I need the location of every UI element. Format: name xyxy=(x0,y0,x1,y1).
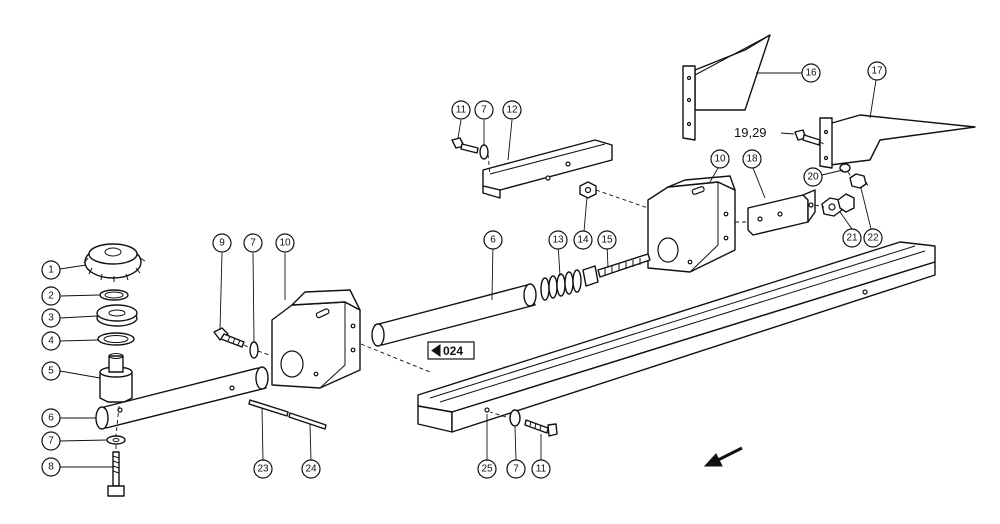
svg-text:18: 18 xyxy=(746,154,758,165)
callout-11-upper: 11 xyxy=(451,100,471,120)
svg-text:16: 16 xyxy=(805,68,817,79)
callout-10-right: 10 xyxy=(710,149,730,169)
callout-22: 22 xyxy=(863,228,883,248)
bearing-housing xyxy=(99,353,133,403)
svg-text:7: 7 xyxy=(513,464,519,475)
svg-text:12: 12 xyxy=(506,105,518,116)
angle-bracket xyxy=(747,189,816,236)
washer-9 xyxy=(249,341,259,359)
svg-text:1: 1 xyxy=(48,265,54,276)
direction-arrow xyxy=(703,446,743,467)
svg-text:24: 24 xyxy=(305,464,317,475)
callout-6-upper: 6 xyxy=(483,230,503,250)
nut-14 xyxy=(579,181,597,199)
callout-6-lower: 6 xyxy=(41,408,61,428)
svg-text:17: 17 xyxy=(871,66,883,77)
callout-24: 24 xyxy=(301,459,321,479)
svg-text:7: 7 xyxy=(48,436,54,447)
label-19-29: 19,29 xyxy=(734,125,767,140)
svg-text:20: 20 xyxy=(807,172,819,183)
ball-bearing xyxy=(96,304,138,327)
callout-3: 3 xyxy=(41,308,61,328)
svg-text:2: 2 xyxy=(48,291,54,302)
nut-21 xyxy=(821,193,855,217)
callout-13: 13 xyxy=(548,230,568,250)
callout-7-lower: 7 xyxy=(41,431,61,451)
callout-21: 21 xyxy=(842,228,862,248)
callout-10-left: 10 xyxy=(275,233,295,253)
callout-23: 23 xyxy=(253,459,273,479)
channel-bracket xyxy=(482,139,613,199)
callout-4: 4 xyxy=(41,331,61,351)
svg-text:21: 21 xyxy=(846,233,858,244)
crop-guard-16 xyxy=(682,34,771,141)
callout-20: 20 xyxy=(803,167,823,187)
callout-12: 12 xyxy=(502,100,522,120)
svg-text:10: 10 xyxy=(714,154,726,165)
tension-bolt xyxy=(582,253,651,287)
bearing-block-left xyxy=(271,289,361,389)
callout-7-bolt9: 7 xyxy=(243,233,263,253)
callout-14: 14 xyxy=(573,230,593,250)
svg-text:3: 3 xyxy=(48,313,54,324)
svg-text:6: 6 xyxy=(48,413,54,424)
svg-text:6: 6 xyxy=(490,235,496,246)
svg-text:11: 11 xyxy=(536,464,547,475)
callout-16: 16 xyxy=(801,63,821,83)
bolt-8 xyxy=(107,451,125,497)
washer-upper xyxy=(479,144,489,160)
washer-lower xyxy=(106,435,126,445)
callout-5: 5 xyxy=(41,361,61,381)
washer-rail xyxy=(509,409,521,427)
callout-18: 18 xyxy=(742,149,762,169)
callout-9: 9 xyxy=(212,233,232,253)
bolt-11-lower xyxy=(524,419,558,437)
callout-8: 8 xyxy=(41,457,61,477)
bolt-11-upper xyxy=(451,137,479,154)
svg-text:10: 10 xyxy=(279,238,291,249)
page-reference-number: 024 xyxy=(443,344,463,358)
bolt-9 xyxy=(213,327,245,348)
leader-lines xyxy=(59,72,877,468)
callout-2: 2 xyxy=(41,286,61,306)
bolt-19-29 xyxy=(794,129,821,146)
page-reference[interactable]: 024 xyxy=(427,341,475,360)
callout-1: 1 xyxy=(41,260,61,280)
angle-rail xyxy=(417,241,936,433)
bearing-block-right xyxy=(647,175,736,273)
callout-17: 17 xyxy=(867,61,887,81)
svg-text:14: 14 xyxy=(577,235,589,246)
tube-lower xyxy=(95,366,269,430)
svg-text:23: 23 xyxy=(257,464,269,475)
crop-guard-17 xyxy=(819,114,976,169)
svg-text:5: 5 xyxy=(48,366,54,377)
sprocket xyxy=(83,243,146,282)
svg-text:15: 15 xyxy=(601,235,613,246)
svg-text:25: 25 xyxy=(481,464,493,475)
circlip-4 xyxy=(97,332,135,346)
callout-11-lower: 11 xyxy=(531,459,551,479)
svg-text:8: 8 xyxy=(48,462,54,473)
roll-pin-24 xyxy=(288,412,327,430)
callout-7-upper: 7 xyxy=(474,100,494,120)
roll-pin-23 xyxy=(248,399,289,417)
svg-text:22: 22 xyxy=(867,233,879,244)
compression-spring xyxy=(540,269,582,301)
callout-25: 25 xyxy=(477,459,497,479)
svg-text:13: 13 xyxy=(552,235,564,246)
svg-text:7: 7 xyxy=(250,238,256,249)
svg-text:11: 11 xyxy=(456,105,467,116)
svg-text:9: 9 xyxy=(219,238,225,249)
svg-text:7: 7 xyxy=(481,105,487,116)
circlip-2 xyxy=(99,289,129,301)
svg-text:4: 4 xyxy=(48,336,54,347)
callout-15: 15 xyxy=(597,230,617,250)
callout-7-rail: 7 xyxy=(506,459,526,479)
tube-upper xyxy=(371,283,537,347)
nut-22 xyxy=(849,173,867,189)
